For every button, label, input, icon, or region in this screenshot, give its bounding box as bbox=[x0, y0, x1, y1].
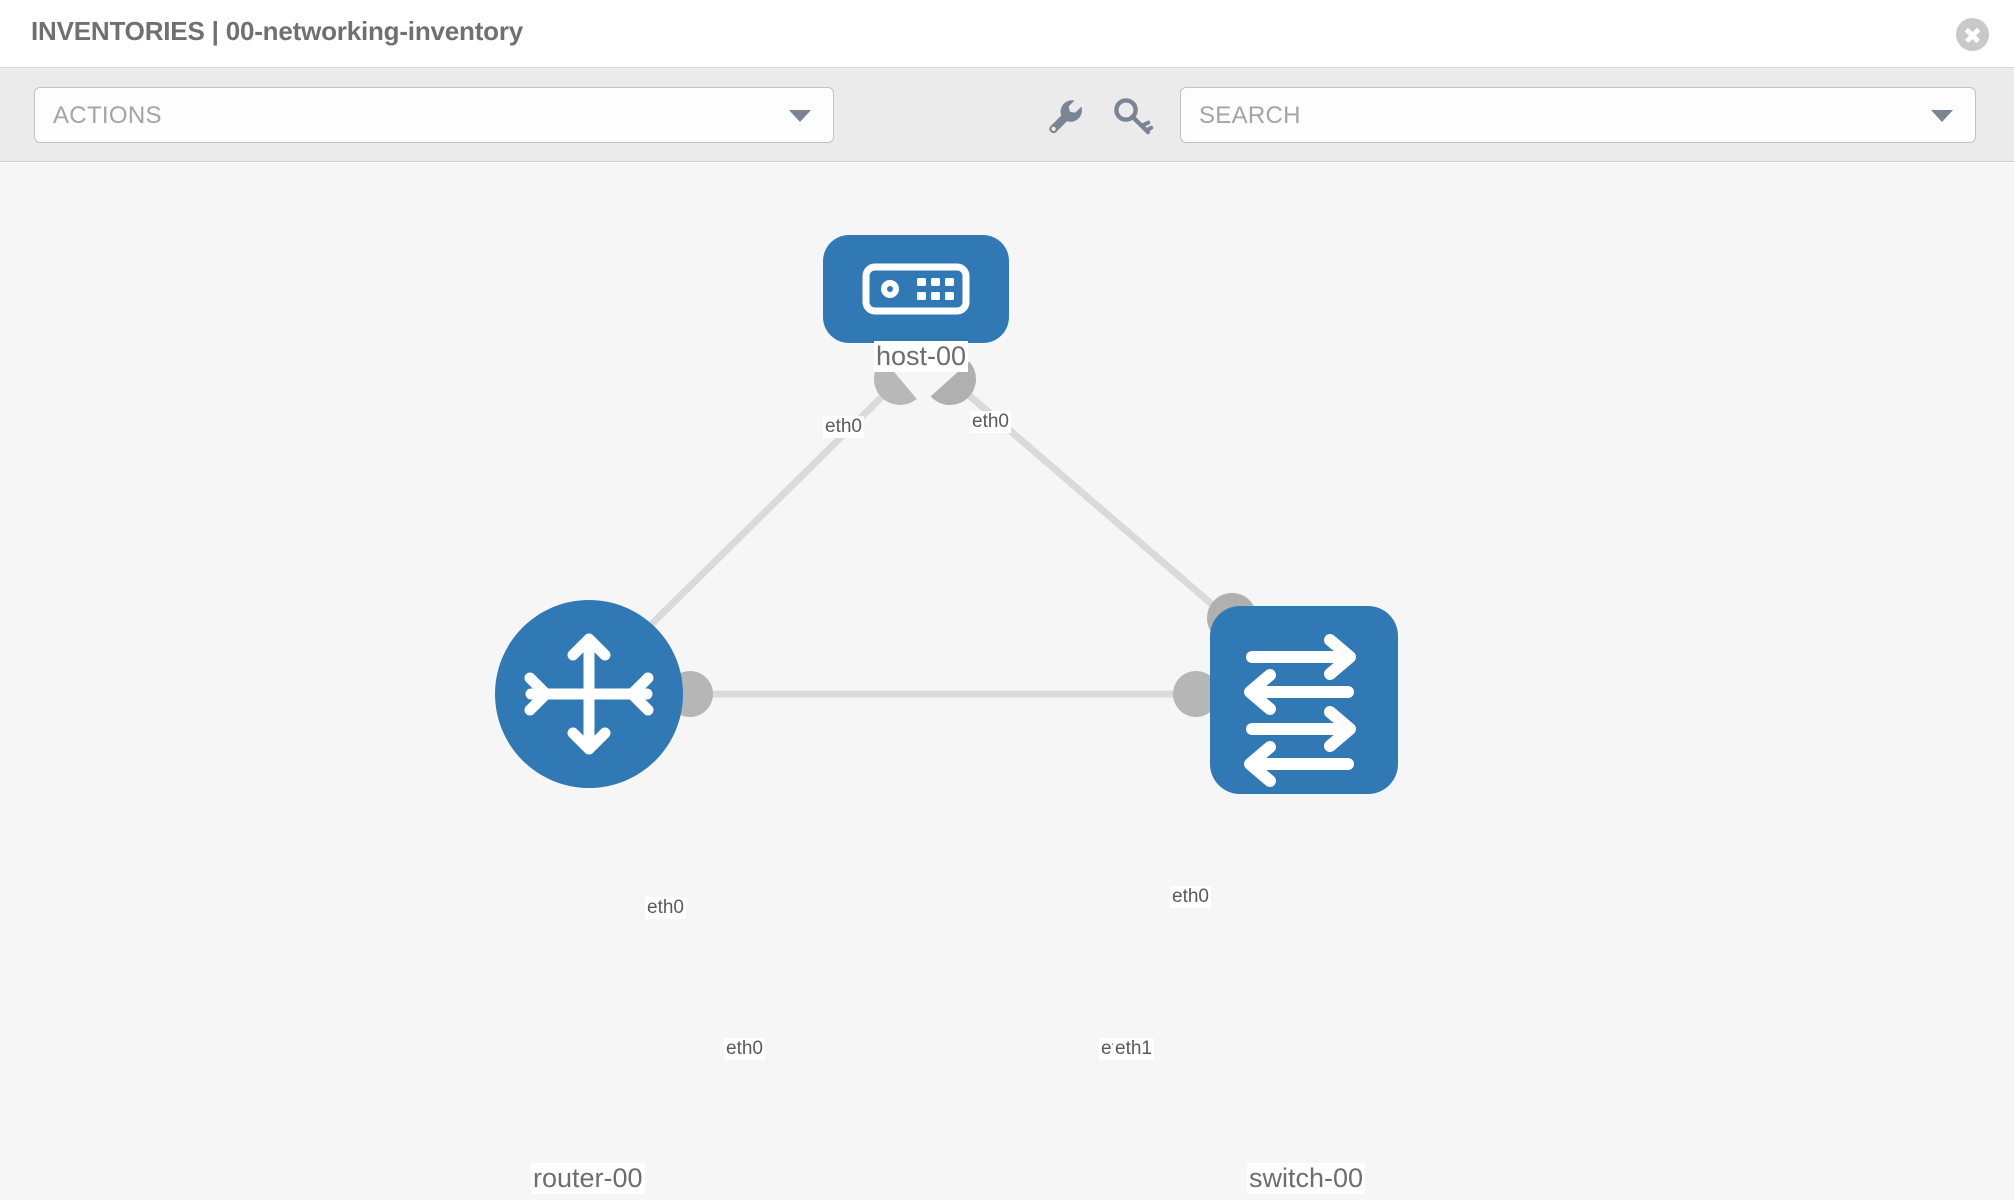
topology-graph bbox=[495, 235, 1398, 794]
wrench-icon[interactable] bbox=[1043, 94, 1087, 138]
actions-dropdown[interactable]: ACTIONS bbox=[34, 87, 834, 143]
connector-switch-left[interactable] bbox=[1173, 671, 1219, 717]
search-placeholder: SEARCH bbox=[1199, 102, 1301, 129]
node-label-router-00: router-00 bbox=[531, 1163, 645, 1194]
connector-host-right[interactable] bbox=[930, 361, 987, 416]
search-input[interactable]: SEARCH bbox=[1180, 87, 1976, 143]
iface-label-switch-eth1: eth1 bbox=[1113, 1038, 1154, 1060]
node-label-host-00: host-00 bbox=[874, 341, 969, 372]
close-icon[interactable] bbox=[1956, 18, 1989, 51]
iface-label-switch-uplink: eth0 bbox=[1170, 886, 1211, 908]
iface-label-host-right: eth0 bbox=[970, 411, 1011, 433]
chevron-down-icon bbox=[789, 110, 811, 122]
node-router-00[interactable] bbox=[495, 600, 683, 788]
node-label-switch-00: switch-00 bbox=[1247, 1163, 1366, 1194]
iface-label-router-eth0: eth0 bbox=[724, 1038, 765, 1060]
actions-dropdown-label: ACTIONS bbox=[53, 102, 162, 129]
topology-canvas[interactable]: host-00 router-00 switch-00 eth0 eth0 et… bbox=[0, 163, 2014, 1200]
node-switch-00[interactable] bbox=[1210, 606, 1398, 794]
toolbar: ACTIONS SEARCH bbox=[0, 68, 2014, 162]
page-title: INVENTORIES | 00-networking-inventory bbox=[31, 16, 524, 46]
iface-label-router-uplink: eth0 bbox=[645, 897, 686, 919]
page-header: INVENTORIES | 00-networking-inventory bbox=[0, 0, 2014, 68]
key-icon[interactable] bbox=[1110, 94, 1154, 138]
iface-label-host-left: eth0 bbox=[823, 416, 864, 438]
node-host-00[interactable] bbox=[823, 235, 1009, 343]
chevron-down-icon bbox=[1931, 110, 1953, 122]
